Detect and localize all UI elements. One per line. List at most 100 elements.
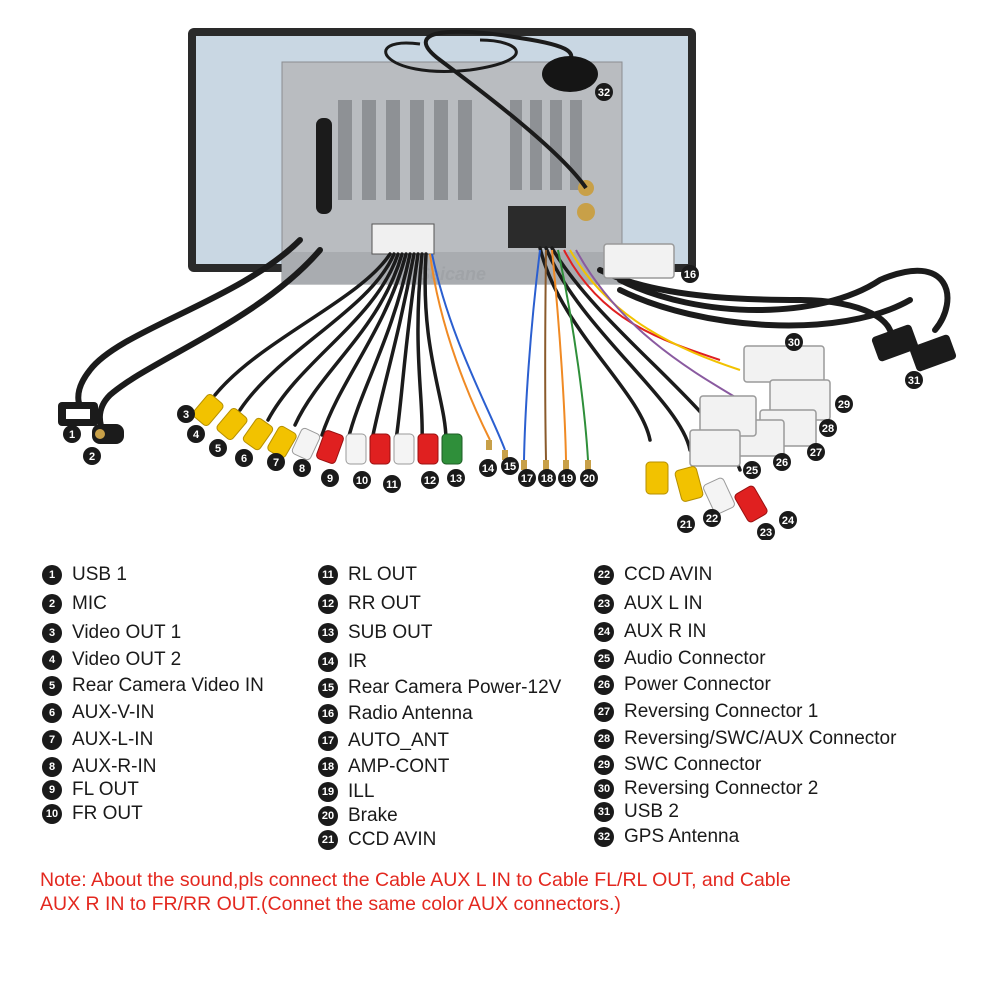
legend-label: SUB OUT xyxy=(348,622,433,643)
legend-label: FL OUT xyxy=(72,779,139,800)
callout-16: 16 xyxy=(681,265,699,283)
svg-text:11: 11 xyxy=(386,479,398,491)
svg-text:9: 9 xyxy=(327,473,333,485)
sound-connection-note: Note: About the sound,pls connect the Ca… xyxy=(40,868,960,916)
svg-text:10: 10 xyxy=(356,475,368,487)
svg-text:7: 7 xyxy=(273,457,279,469)
legend-number: 7 xyxy=(42,730,62,750)
callout-15: 15 xyxy=(501,457,519,475)
svg-text:14: 14 xyxy=(482,463,495,475)
legend-label: GPS Antenna xyxy=(624,826,740,847)
legend-number: 13 xyxy=(318,623,338,643)
callout-30: 30 xyxy=(785,333,803,351)
rca-plugs-right xyxy=(645,461,768,523)
svg-text:8: 8 xyxy=(299,463,305,475)
legend-number: 10 xyxy=(42,804,62,824)
callout-27: 27 xyxy=(807,443,825,461)
legend-label: Radio Antenna xyxy=(348,703,473,724)
svg-text:13: 13 xyxy=(450,473,462,485)
callout-22: 22 xyxy=(703,509,721,527)
legend-number: 6 xyxy=(42,703,62,723)
callout-19: 19 xyxy=(558,469,576,487)
callout-10: 10 xyxy=(353,471,371,489)
legend-label: Brake xyxy=(348,805,398,826)
callout-9: 9 xyxy=(321,469,339,487)
legend-label: AUX L IN xyxy=(624,593,703,614)
legend-number: 4 xyxy=(42,650,62,670)
svg-text:22: 22 xyxy=(706,513,718,525)
callout-18: 18 xyxy=(538,469,556,487)
svg-text:18: 18 xyxy=(541,473,553,485)
legend-label: ILL xyxy=(348,781,375,802)
svg-text:15: 15 xyxy=(504,461,516,473)
legend-number: 26 xyxy=(594,675,614,695)
svg-text:28: 28 xyxy=(822,423,834,435)
rca-plug-21 xyxy=(645,461,669,495)
chassis-fins xyxy=(338,100,582,200)
svg-text:27: 27 xyxy=(810,447,822,459)
svg-text:26: 26 xyxy=(776,457,788,469)
legend-label: IR xyxy=(348,651,367,672)
rca-plug-9 xyxy=(345,433,367,465)
legend-item: 7 AUX-L-IN xyxy=(42,728,153,752)
callout-6: 6 xyxy=(235,449,253,467)
callout-20: 20 xyxy=(580,469,598,487)
legend-number: 32 xyxy=(594,827,614,847)
legend-label: Reversing Connector 1 xyxy=(624,701,819,722)
legend-number: 15 xyxy=(318,678,338,698)
rca-plug-23 xyxy=(703,477,735,515)
wire-tips xyxy=(486,440,591,470)
callout-17: 17 xyxy=(518,469,536,487)
connector-25 xyxy=(689,429,741,467)
legend-label: MIC xyxy=(72,593,107,614)
legend-label: AMP-CONT xyxy=(348,756,450,777)
rca-plug-7 xyxy=(291,427,321,461)
rca-plug-4 xyxy=(216,407,248,441)
usb-2-plug-icon xyxy=(871,324,919,362)
svg-text:4: 4 xyxy=(193,429,200,441)
note-line-1: Note: About the sound,pls connect the Ca… xyxy=(40,869,791,891)
connector-30 xyxy=(743,345,825,383)
note-line-2: AUX R IN to FR/RR OUT.(Connet the same c… xyxy=(40,893,621,915)
black-cable-bundle xyxy=(75,237,951,438)
legend-label: AUX-L-IN xyxy=(72,729,154,750)
svg-text:24: 24 xyxy=(782,515,795,527)
callout-11: 11 xyxy=(383,475,401,493)
legend-number: 17 xyxy=(318,731,338,751)
rca-plug-22 xyxy=(674,466,704,502)
svg-text:25: 25 xyxy=(746,465,758,477)
callout-14: 14 xyxy=(479,459,497,477)
socket-power xyxy=(508,206,566,248)
legend-label: USB 1 xyxy=(72,564,127,585)
callout-32: 32 xyxy=(595,83,613,101)
legend-number: 25 xyxy=(594,649,614,669)
legend-number: 5 xyxy=(42,676,62,696)
callout-24: 24 xyxy=(779,511,797,529)
svg-text:31: 31 xyxy=(908,375,920,387)
gps-antenna-icon xyxy=(542,56,598,92)
callouts: 1 2 3 4 5 6 7 8 9 10 11 12 13 14 15 16 1… xyxy=(63,83,923,540)
svg-text:12: 12 xyxy=(424,475,436,487)
callout-5: 5 xyxy=(209,439,227,457)
svg-text:3: 3 xyxy=(183,409,189,421)
callout-26: 26 xyxy=(773,453,791,471)
legend-number: 22 xyxy=(594,565,614,585)
svg-text:20: 20 xyxy=(583,473,595,485)
legend-number: 9 xyxy=(42,780,62,800)
